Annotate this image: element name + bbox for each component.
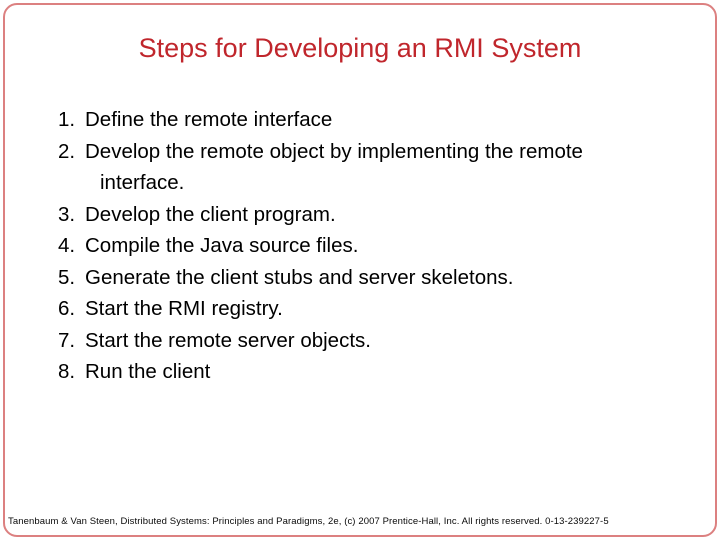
steps-list: 1. Define the remote interface 2. Develo… [58,104,658,388]
item-number: 6. [58,297,76,320]
list-item: 7. Start the remote server objects. [58,325,658,357]
list-item: 5. Generate the client stubs and server … [58,262,658,294]
item-text: Compile the Java source files. [85,234,359,257]
list-item: 2. Develop the remote object by implemen… [58,136,658,168]
item-number: 5. [58,265,76,289]
item-number: 4. [58,234,76,257]
item-number: 3. [58,202,76,226]
footer-citation: Tanenbaum & Van Steen, Distributed Syste… [8,516,609,527]
item-number: 8. [58,360,76,383]
list-item: 1. Define the remote interface [58,104,658,136]
list-item: 4. Compile the Java source files. [58,230,658,262]
item-text: Define the remote interface [85,108,333,131]
item-text: Run the client [85,360,211,383]
slide-title: Steps for Developing an RMI System [138,33,582,63]
item-text: Start the remote server objects. [85,328,371,352]
item-text: Develop the client program. [85,202,336,226]
list-item: 8. Run the client [58,356,658,388]
item-text: Develop the remote object by implementin… [85,139,583,163]
item-number: 1. [58,108,76,131]
item-text: Generate the client stubs and server ske… [85,265,514,289]
list-item: 3. Develop the client program. [58,199,658,231]
list-item: 6. Start the RMI registry. [58,293,658,325]
item-number: 7. [58,328,76,352]
item-text: Start the RMI registry. [85,297,283,320]
item-number: 2. [58,139,76,163]
item-text-continuation: interface. [100,171,185,194]
